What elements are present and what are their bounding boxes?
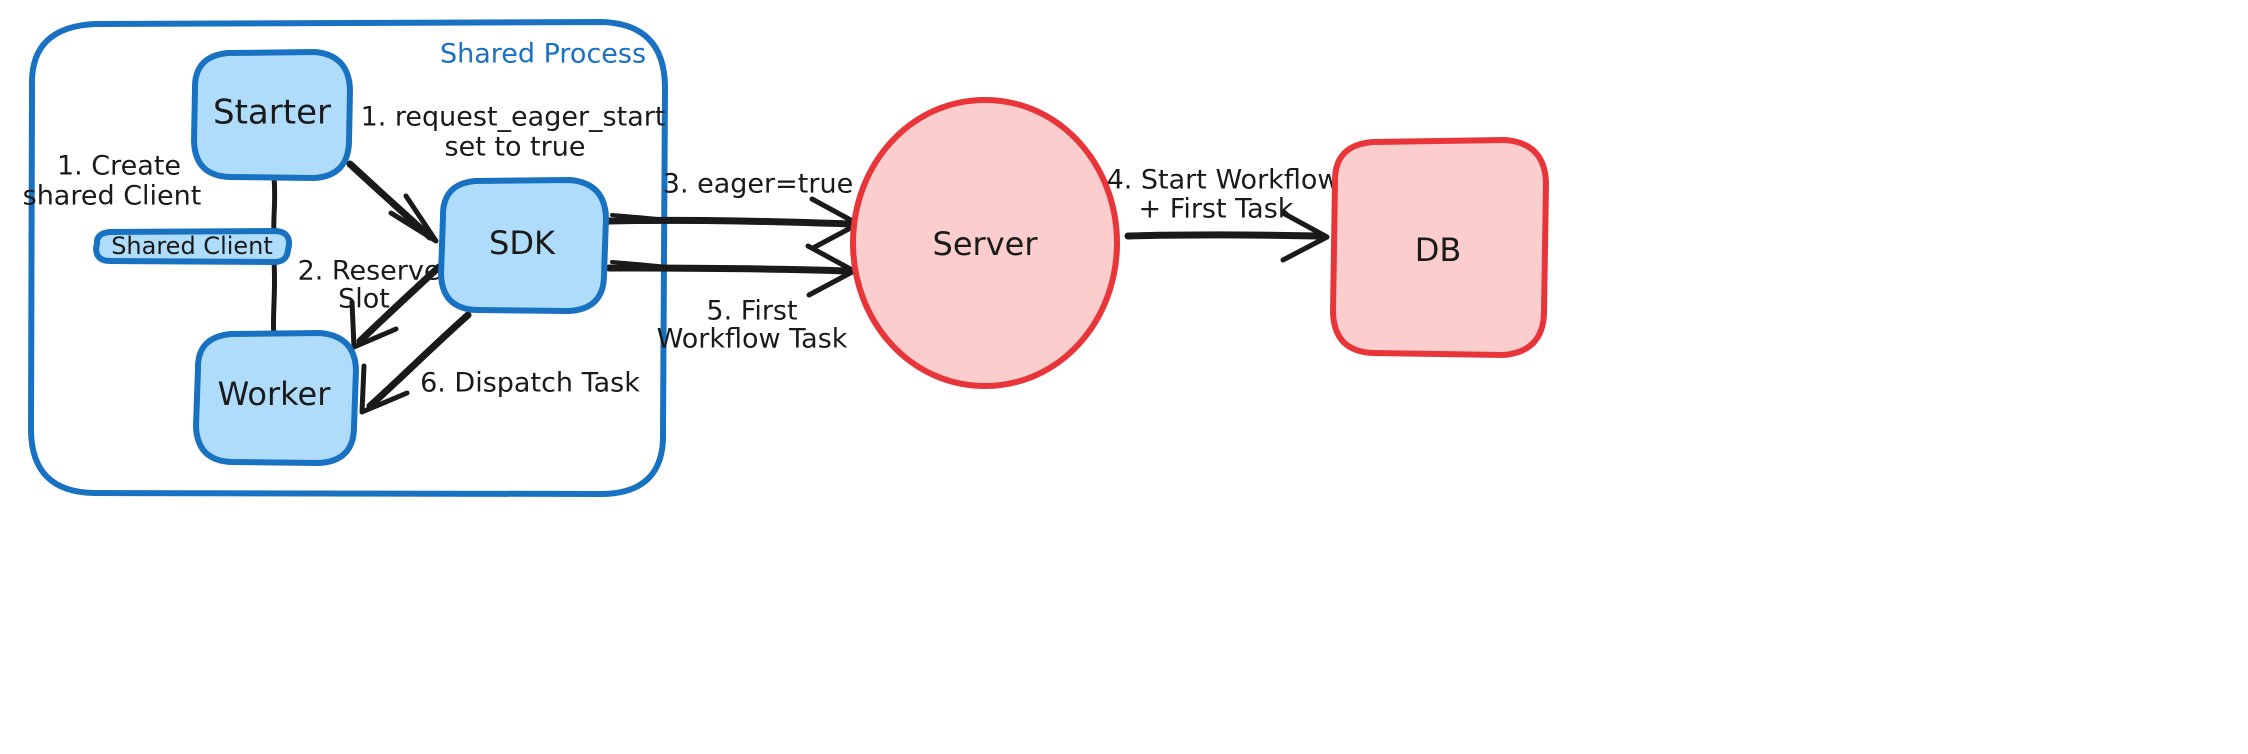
server-label: Server — [933, 225, 1039, 263]
worker-box — [193, 330, 359, 466]
edge-request-eager-start: 1. request_eager_start set to true — [346, 102, 666, 244]
line-first-workflow-task — [605, 264, 852, 275]
edge-create-shared-client: 1. Create shared Client — [23, 151, 202, 212]
shared-client-box — [93, 228, 293, 265]
sdk-label: SDK — [489, 224, 556, 262]
node-worker[interactable]: Worker — [193, 330, 359, 466]
label-create-shared-client-line2: shared Client — [23, 181, 202, 212]
label-reserve-slot-line1: 2. Reserve — [298, 256, 441, 287]
label-request-eager-start-line2: set to true — [445, 132, 586, 163]
edge-dispatch-task: 6. Dispatch Task — [359, 311, 640, 415]
node-db[interactable]: DB — [1330, 137, 1549, 358]
edge-start-workflow: 4. Start Workflow + First Task — [1107, 165, 1340, 263]
label-first-workflow-task-line2: Workflow Task — [657, 324, 848, 355]
sdk-box — [438, 177, 609, 314]
starter-label: Starter — [213, 93, 331, 133]
label-create-shared-client-line1: 1. Create — [57, 151, 181, 182]
label-eager-true: 3. eager=true — [663, 169, 853, 200]
label-start-workflow-line1: 4. Start Workflow — [1107, 165, 1340, 196]
line-eager-true-sketch — [610, 213, 678, 223]
connector-shared-client-worker — [270, 259, 278, 339]
server-ellipse — [850, 97, 1120, 389]
arrowhead-dispatch-task — [359, 363, 410, 415]
node-server[interactable]: Server — [850, 97, 1120, 389]
group-shared-process[interactable]: Shared Process — [28, 19, 668, 497]
arrowhead-reserve-slot — [349, 299, 399, 350]
edge-first-workflow-task: 5. First Workflow Task — [605, 243, 857, 355]
line-eager-true — [605, 216, 856, 228]
shared-client-label: Shared Client — [111, 232, 273, 260]
node-starter[interactable]: Starter — [191, 49, 353, 181]
starter-box — [191, 49, 353, 181]
arrowhead-start-workflow — [1280, 210, 1330, 263]
connector-starter-shared-client — [271, 175, 278, 236]
arrowhead-request-eager-start — [388, 193, 439, 244]
line-dispatch-task — [366, 311, 472, 410]
label-reserve-slot-line2: Slot — [338, 284, 390, 315]
db-box — [1330, 137, 1549, 358]
node-shared-client[interactable]: Shared Client — [93, 228, 293, 265]
shared-process-border — [28, 19, 668, 497]
label-request-eager-start-line1: 1. request_eager_start — [361, 102, 666, 133]
line-start-workflow — [1124, 231, 1322, 240]
label-first-workflow-task-line1: 5. First — [706, 296, 797, 327]
line-first-workflow-task-sketch — [610, 260, 678, 270]
label-start-workflow-line2: + First Task — [1139, 194, 1294, 225]
worker-label: Worker — [218, 375, 332, 413]
db-label: DB — [1415, 231, 1462, 269]
node-sdk[interactable]: SDK — [438, 177, 609, 314]
line-reserve-slot — [356, 263, 443, 345]
edge-reserve-slot: 2. Reserve Slot — [298, 256, 443, 350]
shared-process-label: Shared Process — [440, 39, 646, 70]
label-dispatch-task: 6. Dispatch Task — [420, 368, 640, 399]
edge-eager-true: 3. eager=true — [605, 169, 861, 251]
